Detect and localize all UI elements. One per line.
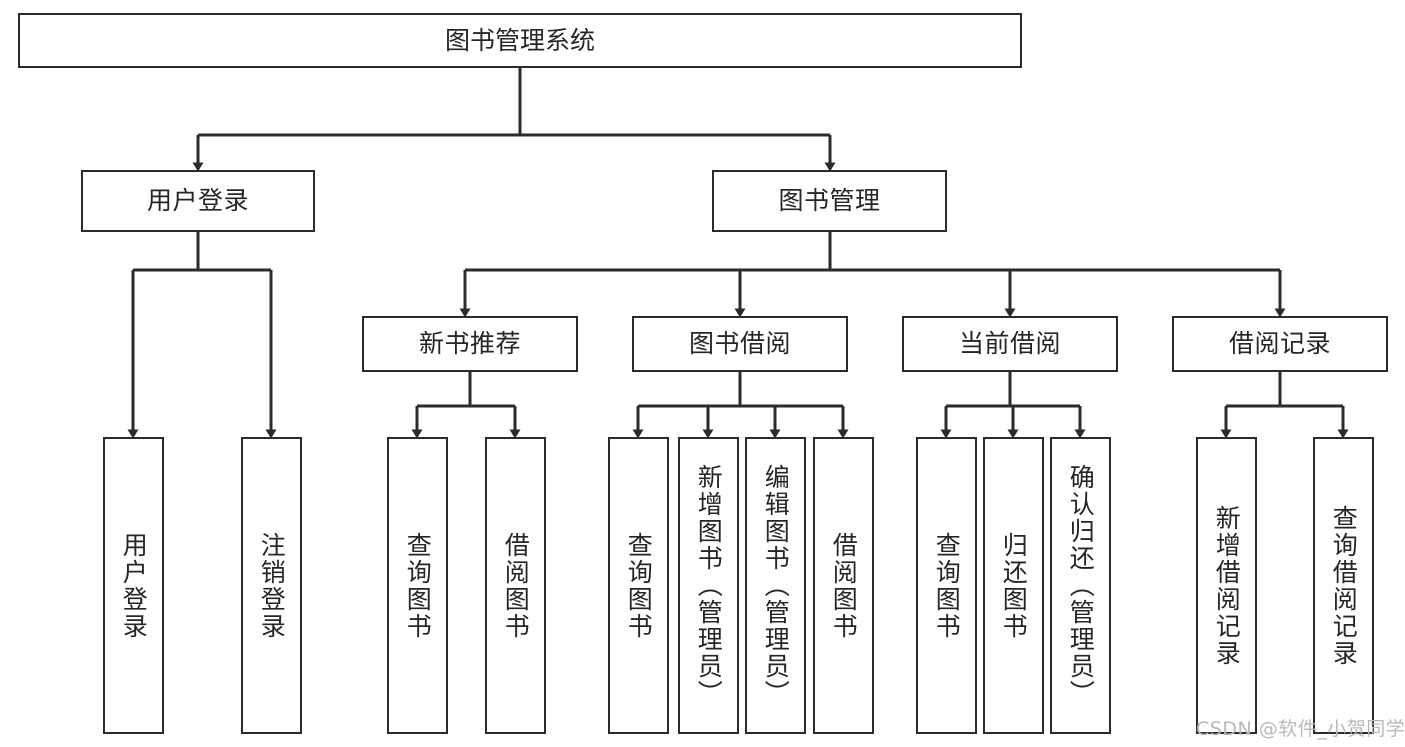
node-leaf-user-login-label: 用户登录 <box>119 531 149 640</box>
node-leaf-query-book-3[interactable]: 查询图书 <box>916 437 977 734</box>
node-leaf-add-record[interactable]: 新增借阅记录 <box>1196 437 1257 734</box>
node-leaf-query-book-1-label: 查询图书 <box>403 531 433 640</box>
node-leaf-borrow-book-2[interactable]: 借阅图书 <box>813 437 874 734</box>
node-leaf-confirm-return-label: 确认归还（管理员） <box>1066 464 1096 707</box>
node-leaf-query-book-2-label: 查询图书 <box>624 531 654 640</box>
node-root-label: 图书管理系统 <box>444 25 595 55</box>
node-book-manage-label: 图书管理 <box>778 186 881 216</box>
node-leaf-add-book[interactable]: 新增图书（管理员） <box>678 437 739 734</box>
node-leaf-borrow-book-1-label: 借阅图书 <box>501 531 531 640</box>
node-leaf-return-book[interactable]: 归还图书 <box>983 437 1044 734</box>
node-leaf-query-book-1[interactable]: 查询图书 <box>387 437 448 734</box>
node-leaf-logout-label: 注销登录 <box>257 531 287 640</box>
node-leaf-edit-book[interactable]: 编辑图书（管理员） <box>745 437 806 734</box>
node-leaf-borrow-book-2-label: 借阅图书 <box>829 531 859 640</box>
node-current-borrow[interactable]: 当前借阅 <box>902 316 1118 372</box>
node-leaf-borrow-book-1[interactable]: 借阅图书 <box>485 437 546 734</box>
node-leaf-user-login[interactable]: 用户登录 <box>103 437 164 734</box>
node-book-manage[interactable]: 图书管理 <box>712 170 947 232</box>
node-leaf-query-book-2[interactable]: 查询图书 <box>608 437 669 734</box>
node-leaf-edit-book-label: 编辑图书（管理员） <box>761 464 791 707</box>
node-leaf-confirm-return[interactable]: 确认归还（管理员） <box>1050 437 1111 734</box>
node-leaf-add-record-label: 新增借阅记录 <box>1212 504 1242 667</box>
node-leaf-query-record-label: 查询借阅记录 <box>1329 504 1359 667</box>
node-leaf-query-book-3-label: 查询图书 <box>932 531 962 640</box>
node-user-login-label: 用户登录 <box>146 186 249 216</box>
watermark: CSDN @软件_小贺同学 <box>1196 718 1405 740</box>
node-root[interactable]: 图书管理系统 <box>18 13 1022 68</box>
node-borrow-record[interactable]: 借阅记录 <box>1172 316 1388 372</box>
node-borrow-record-label: 借阅记录 <box>1228 329 1331 359</box>
node-new-book-rec[interactable]: 新书推荐 <box>362 316 578 372</box>
node-leaf-return-book-label: 归还图书 <box>999 531 1029 640</box>
node-leaf-query-record[interactable]: 查询借阅记录 <box>1313 437 1374 734</box>
node-book-borrow-label: 图书借阅 <box>688 329 791 359</box>
node-user-login[interactable]: 用户登录 <box>81 170 315 232</box>
node-leaf-add-book-label: 新增图书（管理员） <box>694 464 724 707</box>
node-new-book-rec-label: 新书推荐 <box>418 329 521 359</box>
node-leaf-logout[interactable]: 注销登录 <box>241 437 302 734</box>
node-current-borrow-label: 当前借阅 <box>958 329 1061 359</box>
node-book-borrow[interactable]: 图书借阅 <box>632 316 848 372</box>
